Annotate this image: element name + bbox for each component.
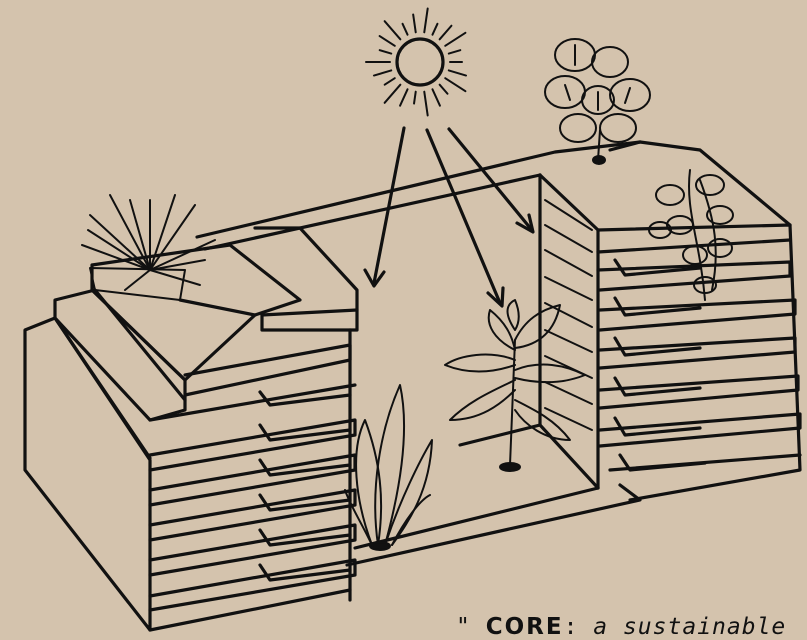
caption-open-quote: " (456, 614, 486, 640)
sun-icon (365, 7, 468, 117)
sun-ray (438, 24, 453, 41)
sun-ray (412, 13, 417, 34)
sun-ray (447, 49, 462, 55)
arrow-head (486, 286, 505, 308)
sunlight-arrows (363, 126, 535, 308)
sunlight-arrow (447, 127, 533, 231)
sunlight-arrow (372, 126, 406, 285)
sun-ray (447, 69, 468, 77)
monstera-tree-icon (544, 38, 651, 165)
sun-ray (444, 77, 467, 93)
left-building (23, 226, 359, 632)
sun-ray (438, 83, 449, 95)
caption-separator: : (563, 614, 579, 640)
sun-ray (378, 49, 393, 55)
sun-ray (401, 22, 409, 36)
sun-ray (444, 31, 467, 47)
sun-ray (423, 90, 429, 117)
sun-ray (431, 22, 439, 36)
sun-ray (431, 88, 441, 107)
caption: " CORE: a sustainable (456, 614, 786, 640)
hanging-vine-icon (648, 169, 734, 301)
sun-ray (378, 35, 396, 47)
arrow-head (515, 213, 535, 234)
right-building (596, 140, 802, 502)
snake-plant-icon (344, 384, 433, 551)
sun-ray (399, 88, 409, 107)
sun-ray (413, 90, 417, 105)
caption-brand: CORE (485, 614, 564, 640)
sun-ray (423, 7, 429, 34)
sun-ray (383, 77, 396, 86)
caption-text: a sustainable (578, 614, 787, 640)
sun-ray (372, 69, 393, 77)
sun-ray (383, 83, 402, 104)
sunlight-arrow (425, 128, 502, 305)
banana-plant-icon (444, 299, 586, 472)
arrow-head (363, 268, 386, 288)
courtyard-structure (195, 140, 642, 567)
tropical-plant-icon (81, 194, 216, 301)
sun-ray (383, 20, 402, 41)
